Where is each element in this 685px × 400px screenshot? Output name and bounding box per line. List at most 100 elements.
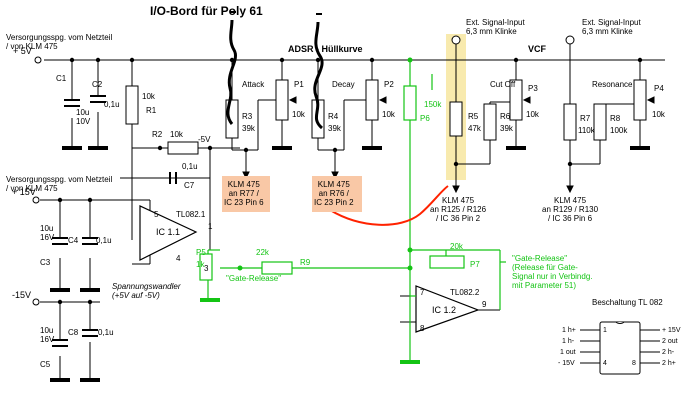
pinout-left-4: - 15V: [558, 360, 575, 367]
pin-7: 7: [420, 288, 425, 297]
r4-label: R4: [328, 112, 339, 121]
highlight-orange-1: [222, 176, 270, 212]
green-dots: [237, 57, 413, 271]
highlight-orange-2: [312, 176, 362, 212]
r3-label: R3: [242, 112, 253, 121]
wires: [40, 44, 665, 380]
p3-label: P3: [528, 84, 538, 93]
p3-value: 10k: [526, 110, 539, 119]
p4-value: 10k: [652, 110, 665, 119]
klm-decay-note: KLM 475 an R76 / IC 23 Pin 2: [314, 180, 354, 207]
c2-label: C2: [92, 80, 103, 89]
r6-label: R6: [500, 112, 511, 121]
ext-input-2-label: Ext. Signal-Input 6,3 mm Klinke: [582, 18, 641, 36]
r2-label: R2: [152, 130, 163, 139]
rail-plus5-label: + 5V: [13, 46, 32, 56]
beschaltung-title: Beschaltung TL 082: [592, 298, 663, 307]
pin-5: 5: [154, 210, 159, 219]
r5-label: R5: [468, 112, 479, 121]
c3-label: C3: [40, 258, 51, 267]
rail-minus5-label: -5V: [198, 135, 211, 144]
r1-label: R1: [146, 106, 157, 115]
c6-value: 0,1u: [182, 162, 198, 171]
pinout-left-2: 1 h-: [562, 338, 575, 345]
ic11-label: IC 1.1: [156, 227, 181, 237]
pin-1: 1: [208, 222, 213, 231]
supply-plus5-note: Versorgungsspg. vom Netzteil / von KLM 4…: [6, 33, 113, 51]
decay-label: Decay: [332, 80, 355, 89]
p5-label: P5: [196, 248, 206, 257]
ic12-label: IC 1.2: [432, 305, 457, 315]
pinout-num-1: 1: [603, 327, 607, 334]
ext-input-1-label: Ext. Signal-Input 6,3 mm Klinke: [466, 18, 525, 36]
pinout-num-8: 8: [632, 360, 636, 367]
r8-value: 100k: [610, 126, 628, 135]
r3-value: 39k: [242, 124, 255, 133]
c4-label: C4: [68, 236, 79, 245]
gate-release-label-2: "Gate-Release" (Release für Gate- Signal…: [512, 254, 593, 290]
adsr-title: ADSR - Hüllkurve: [288, 44, 363, 54]
resonance-label: Resonance: [592, 80, 633, 89]
c8-value: 0,1u: [98, 328, 114, 337]
pinout-right-1: + 15V: [662, 327, 681, 334]
rail-plus15-label: + 15V: [12, 187, 36, 197]
p4-label: P4: [654, 84, 664, 93]
p6-value: 150k: [424, 100, 442, 109]
arrows: [242, 171, 574, 194]
c2-value: 0,1u: [104, 100, 120, 109]
pin-3: 3: [204, 264, 209, 273]
pinout-num-4: 4: [603, 360, 607, 367]
r9-value: 22k: [256, 248, 269, 257]
p7-value: 20k: [450, 242, 463, 251]
klm-attack-note: KLM 475 an R77 / IC 23 Pin 6: [224, 180, 264, 207]
supply-plus15-note: Versorgungsspg. vom Netzteil / von KLM 4…: [6, 175, 113, 193]
c7-label: C7: [184, 181, 195, 190]
pinout-left-1: 1 h+: [562, 327, 576, 334]
green-grounds: [200, 298, 420, 364]
klm-resonance-note: KLM 475 an R129 / R130 / IC 36 Pin 6: [542, 196, 599, 223]
c1-label: C1: [56, 74, 67, 83]
p2-label: P2: [384, 80, 394, 89]
r4-value: 39k: [328, 124, 341, 133]
c3-value: 10u 16V: [40, 224, 55, 242]
c5-label: C5: [40, 360, 51, 369]
c1-value: 10u 10V: [76, 108, 91, 126]
cutoff-label: Cut Off: [490, 80, 516, 89]
opamps: [139, 205, 480, 333]
attack-label: Attack: [242, 80, 265, 89]
tl0821-label: TL082.1: [176, 210, 206, 219]
ground-bars: [50, 146, 650, 382]
c8-label: C8: [68, 328, 79, 337]
pin-4: 4: [176, 254, 181, 263]
pinout-notch: [615, 321, 625, 324]
c5-value: 10u 16V: [40, 326, 55, 344]
pin-8: 8: [420, 324, 425, 333]
r7-label: R7: [580, 114, 591, 123]
pinout-left-3: 1 out: [560, 349, 576, 356]
probe-cables: [226, 11, 324, 130]
p7-label: P7: [470, 260, 480, 269]
p1-label: P1: [294, 80, 304, 89]
red-curve: [329, 185, 449, 226]
r5-value: 47k: [468, 124, 481, 133]
p2-value: 10k: [382, 110, 395, 119]
capacitors: [52, 95, 177, 347]
page-title: I/O-Bord für Poly 61: [150, 4, 263, 18]
gate-release-label-1: "Gate-Release": [226, 274, 282, 283]
pin-9: 9: [482, 300, 487, 309]
r8-label: R8: [610, 114, 621, 123]
pinout-right-3: 2 h-: [662, 349, 675, 356]
r1-value: 10k: [142, 92, 155, 101]
r2-value: 10k: [170, 130, 183, 139]
r6-value: 39k: [500, 124, 513, 133]
rail-minus15-label: -15V: [12, 290, 32, 300]
p6-label: P6: [420, 114, 430, 123]
r7-value: 110k: [578, 126, 595, 135]
p1-value: 10k: [292, 110, 305, 119]
klm-cutoff-note: KLM 475 an R125 / R126 / IC 36 Pin 2: [430, 196, 487, 223]
c4-value: 0,1u: [96, 236, 112, 245]
spannungswandler-note: Spannungswandler (+5V auf -5V): [112, 282, 181, 300]
pot-wipers: [288, 96, 655, 104]
